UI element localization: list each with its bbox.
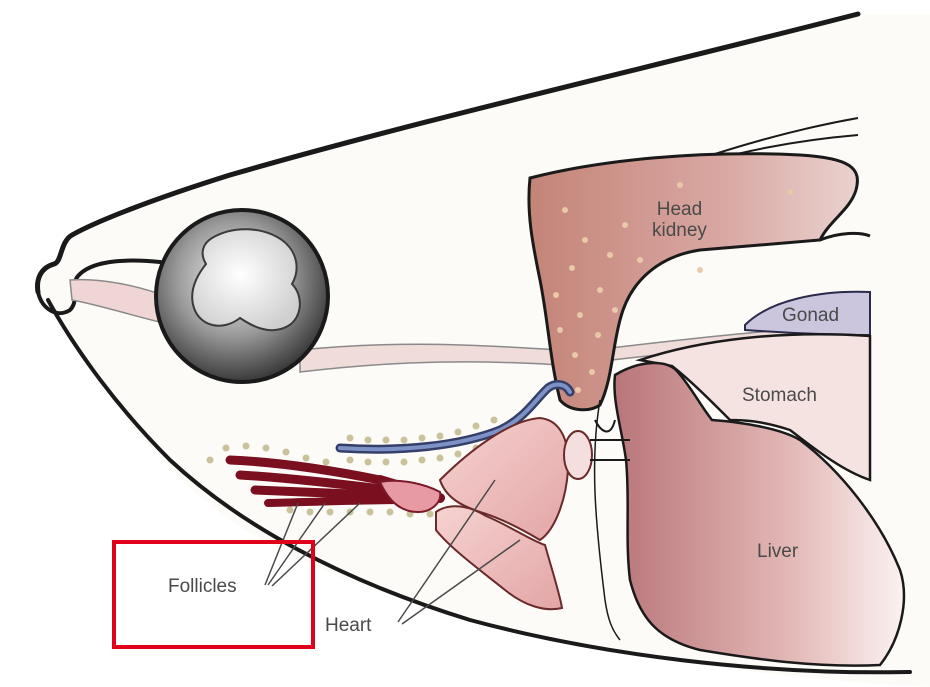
liver-label: Liver xyxy=(757,542,798,563)
eye-pupil xyxy=(192,229,300,330)
stomach-label: Stomach xyxy=(742,386,817,407)
follicles-label: Follicles xyxy=(168,577,237,598)
sinus-venosus xyxy=(564,431,592,479)
heart-label: Heart xyxy=(325,616,371,637)
head-kidney-label-line1: Head xyxy=(652,200,707,221)
head-kidney-label: Head kidney xyxy=(652,200,707,242)
head-kidney-label-line2: kidney xyxy=(652,221,707,242)
gonad-label: Gonad xyxy=(782,306,839,327)
